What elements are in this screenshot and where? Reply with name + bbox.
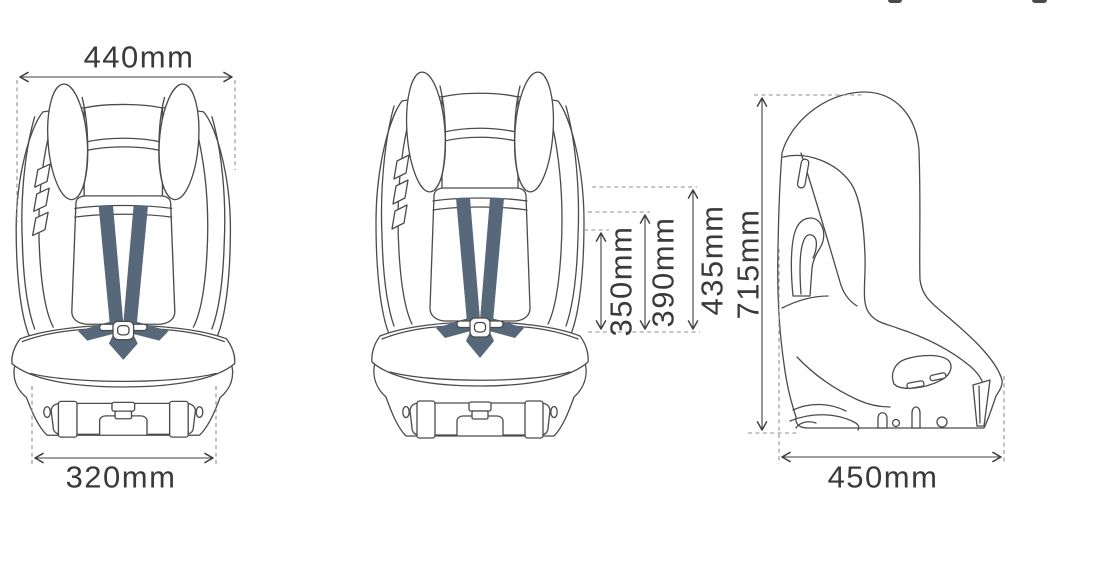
- dim-715-height: [748, 94, 864, 434]
- label-top-width: 440mm: [83, 39, 195, 75]
- belt-guide: [790, 217, 825, 297]
- front-center-view-drawing: [371, 70, 589, 439]
- side-shell: [777, 91, 1003, 429]
- dim-heights-group: [584, 186, 700, 333]
- hood-edge: [782, 154, 984, 384]
- rear-foot: [972, 379, 991, 427]
- side-view-drawing: [777, 91, 1003, 431]
- label-overall-depth: 450mm: [827, 459, 939, 495]
- dim-440-width: [16, 71, 236, 223]
- label-height-435: 435mm: [694, 204, 730, 316]
- label-height-350: 350mm: [603, 225, 639, 337]
- cropped-glyph-mark-right: [1032, 0, 1047, 3]
- cropped-glyph-mark-left: [888, 0, 902, 3]
- headrest-slot: [796, 158, 810, 189]
- dim-450-depth: [778, 249, 1005, 464]
- label-base-width: 320mm: [65, 459, 177, 495]
- dim-320-width: [31, 386, 217, 466]
- label-height-390: 390mm: [645, 216, 681, 328]
- front-view-drawing: [11, 82, 236, 438]
- dimension-annotations: [16, 71, 1005, 466]
- recline-foot: [792, 403, 847, 412]
- label-overall-height: 715mm: [730, 208, 766, 320]
